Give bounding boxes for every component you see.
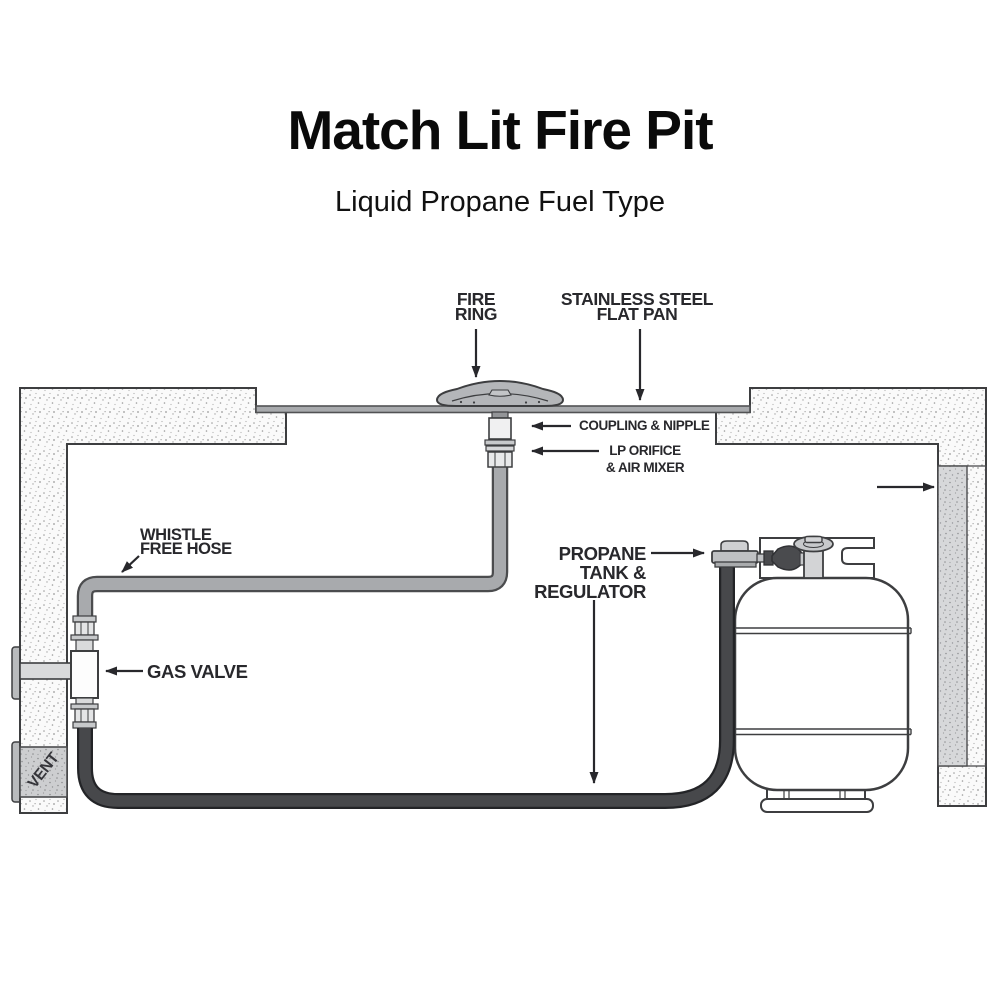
whistle-hose-arrow xyxy=(121,555,140,573)
fire-ring xyxy=(435,379,565,407)
page-subtitle: Liquid Propane Fuel Type xyxy=(335,186,665,218)
fire-ring-label: FIRE RING xyxy=(454,289,498,324)
page-title: Match Lit Fire Pit xyxy=(287,99,713,161)
coupling-nipple-label: COUPLING & NIPPLE xyxy=(579,418,710,433)
gas-valve xyxy=(19,615,99,729)
regulator xyxy=(711,540,768,568)
flat-pan-label: STAINLESS STEEL FLAT PAN xyxy=(560,289,714,324)
lp-orifice-label: LP ORIFICE & AIR MIXER xyxy=(605,443,685,475)
right-wall-and-counter xyxy=(715,387,987,807)
tank-valve-handwheel xyxy=(793,535,834,579)
tank-body xyxy=(733,576,910,792)
propane-tank xyxy=(731,537,912,813)
lp-orifice-air-mixer xyxy=(484,439,516,468)
right-wall-inner-panel xyxy=(937,465,968,767)
propane-tank-label: PROPANE TANK & REGULATOR xyxy=(534,543,646,602)
whistle-hose-label: WHISTLE FREE HOSE xyxy=(140,526,232,558)
tank-base-ring xyxy=(760,798,874,813)
leader-arrows xyxy=(105,329,935,784)
coupling-and-nipple xyxy=(488,411,512,440)
gas-valve-label: GAS VALVE xyxy=(147,661,248,682)
vent-panel xyxy=(19,746,68,798)
black-supply-hose xyxy=(77,563,735,809)
whistle-free-hose xyxy=(76,466,509,618)
